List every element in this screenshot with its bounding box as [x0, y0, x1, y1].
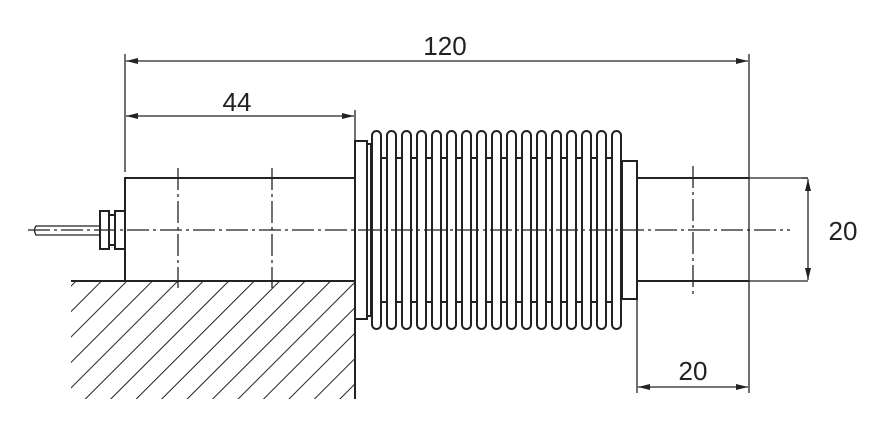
dimension-label-diameter-20: 20 — [829, 216, 858, 246]
dimension-shaft-diameter: 20 — [749, 177, 858, 282]
dimension-label-length-20: 20 — [679, 356, 708, 386]
dimension-label-44: 44 — [223, 87, 252, 117]
dimension-overall-length: 120 — [124, 31, 750, 393]
dimension-shaft-length: 20 — [636, 281, 748, 393]
mounting-base — [71, 280, 356, 399]
dimension-body-length: 44 — [126, 87, 356, 141]
bellows-fin — [446, 130, 457, 330]
dimension-label-120: 120 — [423, 31, 466, 61]
